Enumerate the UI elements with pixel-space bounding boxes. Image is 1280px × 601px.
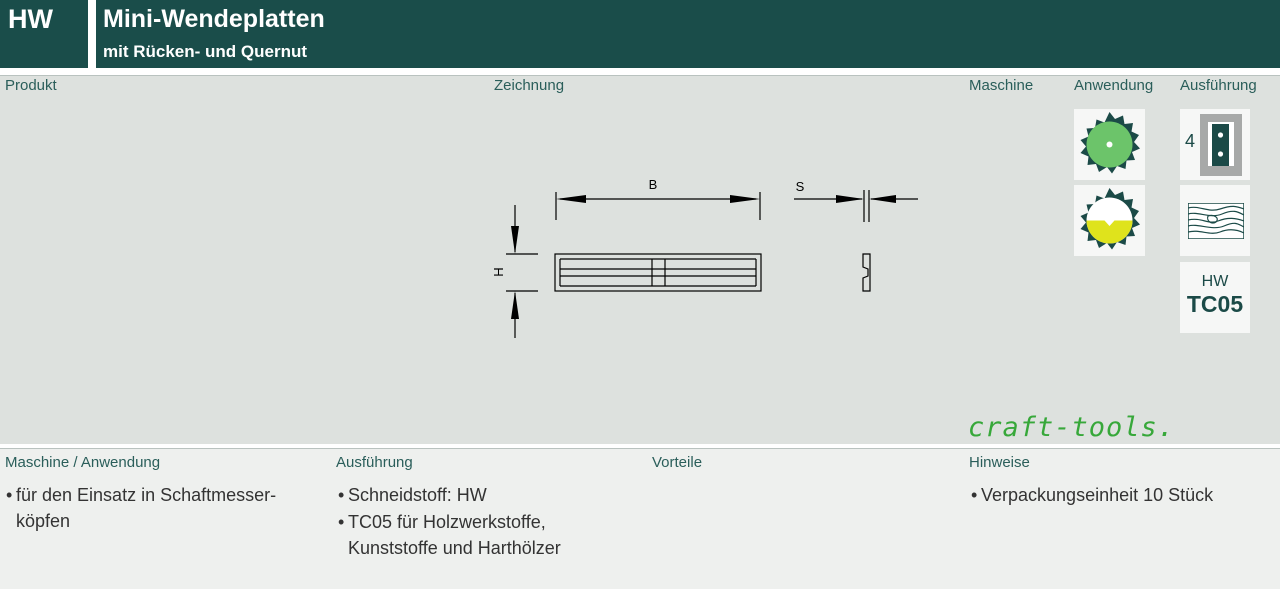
- column-label-hinweise: Hinweise: [969, 454, 1030, 471]
- technical-drawing: B S H: [491, 177, 918, 338]
- column-label-ausfuehrung: Ausführung: [1180, 77, 1257, 94]
- list-item: • Schneidstoff: HW: [338, 485, 487, 505]
- page-subtitle: mit Rücken- und Quernut: [103, 42, 307, 61]
- header-divider: [88, 0, 96, 68]
- column-label-produkt: Produkt: [5, 77, 57, 94]
- wood-grain-icon: [1180, 185, 1250, 256]
- column-label-maschine: Maschine: [969, 77, 1034, 94]
- edge-count: 4: [1185, 131, 1196, 151]
- column-label-anwendung: Anwendung: [1074, 77, 1154, 94]
- column-label-maschine-anwendung: Maschine / Anwendung: [5, 454, 161, 471]
- material-grade-badge: HW TC05: [1180, 262, 1250, 333]
- list-item: • TC05 für Holzwerkstoffe, Kunststoffe u…: [338, 512, 561, 558]
- list-item: • Verpackungseinheit 10 Stück: [971, 485, 1214, 505]
- column-label-vorteile: Vorteile: [652, 454, 703, 471]
- dimension-label-h: H: [491, 267, 506, 276]
- details-panel: [0, 448, 1280, 589]
- header-bar: HW Mini-Wendeplatten mit Rücken- und Que…: [0, 0, 1280, 68]
- material-top: HW: [1201, 273, 1229, 290]
- saw-blade-green-icon: [1074, 109, 1145, 180]
- brand-logo: craft-tools.: [968, 412, 1176, 443]
- column-label-ausfuehrung-details: Ausführung: [336, 454, 413, 471]
- dimension-label-b: B: [649, 177, 658, 192]
- list-item: • für den Einsatz in Schaftmesser- köpfe…: [6, 485, 277, 531]
- page-title: Mini-Wendeplatten: [103, 5, 325, 33]
- dimension-label-s: S: [796, 179, 805, 194]
- insert-edges-icon: 4: [1180, 109, 1250, 180]
- material-bottom: TC05: [1186, 291, 1244, 317]
- product-code: HW: [8, 4, 53, 34]
- column-label-zeichnung: Zeichnung: [494, 77, 565, 94]
- saw-blade-yellow-icon: [1074, 185, 1145, 256]
